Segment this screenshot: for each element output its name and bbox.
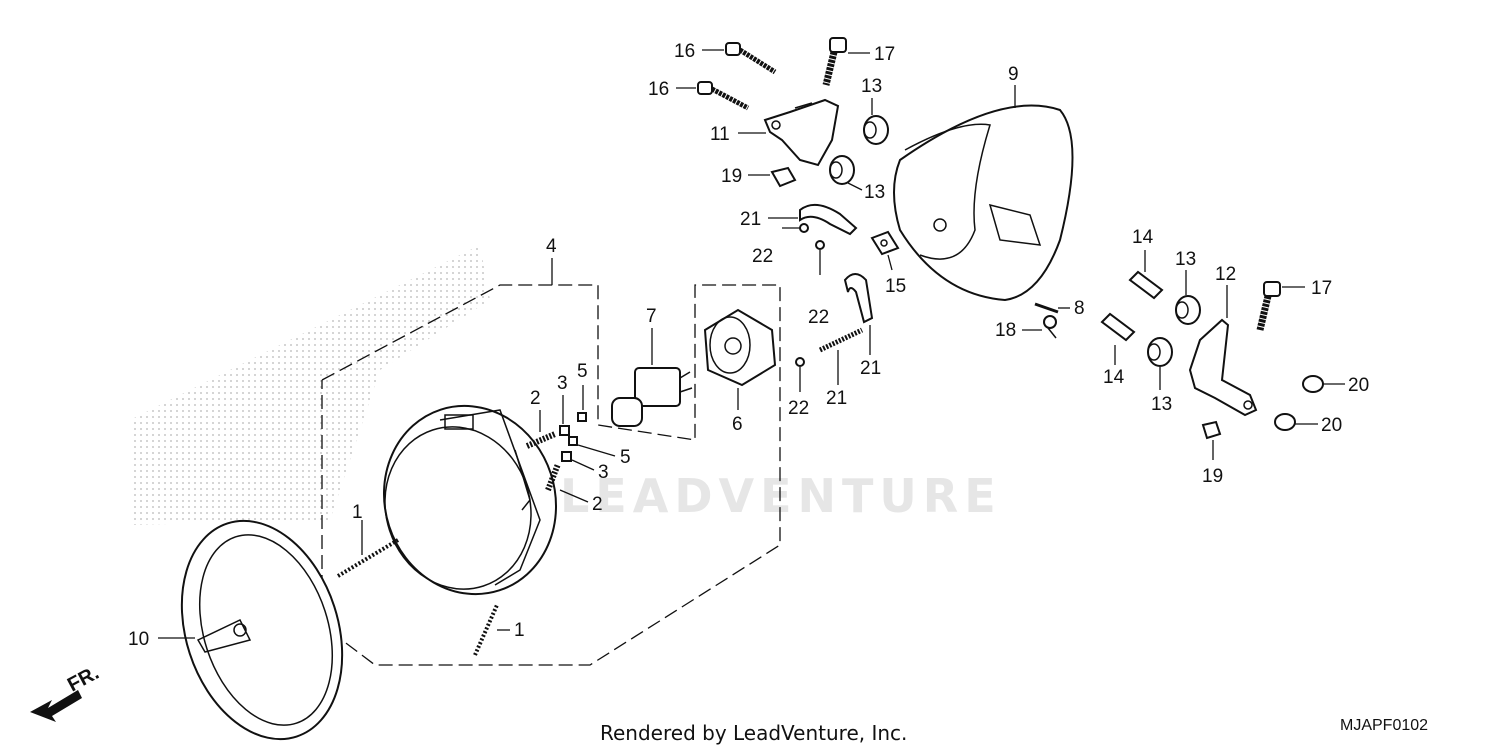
adjusting-screw-1a [336,538,400,578]
callout-20a: 20 [1348,375,1369,396]
callout-4: 4 [546,236,557,257]
callout-21a: 21 [740,209,761,230]
leader-5b [577,444,616,457]
background-logo-pattern [130,245,490,525]
callout-5a: 5 [577,361,588,382]
bolt-16a [725,42,777,75]
callout-10: 10 [128,629,149,650]
cable-band-21c [818,327,864,353]
clip-5b [568,436,578,446]
screw-22b [815,240,825,250]
callout-20b: 20 [1321,415,1342,436]
cap-nut-20a [1302,375,1324,393]
callout-6: 6 [732,414,743,435]
callout-21b: 21 [860,358,881,379]
callout-7: 7 [646,306,657,327]
callout-22b: 22 [808,307,829,328]
leader-13b [847,182,863,191]
plate-15 [870,230,900,256]
callout-5b: 5 [620,447,631,468]
callout-22c: 22 [788,398,809,419]
nut-3b [561,451,572,462]
callout-11: 11 [710,124,730,145]
callout-14b: 14 [1103,367,1125,388]
callout-13d: 13 [1151,394,1172,415]
spring-2a [525,431,557,449]
cable-clamp-21a [799,203,858,236]
bolt-17b [1256,281,1281,331]
spring-2b [545,462,561,492]
nut-3a [559,425,570,436]
callout-12: 12 [1215,264,1236,285]
screw-22a [799,223,809,233]
callout-8: 8 [1074,298,1085,319]
callout-1b: 1 [514,620,525,641]
callout-labels: 1 1 2 2 3 3 4 5 5 6 7 8 9 10 11 12 13 13… [128,41,1369,650]
callout-3a: 3 [557,373,568,394]
leader-2b [559,489,589,503]
nut-19a [770,166,797,188]
front-direction-arrow: FR. [30,662,103,722]
callout-21c: 21 [826,388,847,409]
callout-2b: 2 [592,494,603,515]
screw-18 [1043,315,1057,339]
adjusting-screw-1b [473,604,499,656]
callout-2a: 2 [530,388,541,409]
callout-9: 9 [1008,64,1019,85]
callout-19a: 19 [721,166,742,187]
collar-13c [1175,295,1201,325]
callout-22a: 22 [752,246,773,267]
spacer-14b [1100,312,1136,342]
clip-5a [577,412,587,422]
spacer-14a [1128,270,1164,300]
collar-13b [829,155,855,185]
collar-13a [863,115,889,145]
leader-15 [887,254,893,271]
callout-3b: 3 [598,462,609,483]
watermark: LEADVENTURE [560,469,1002,523]
headlight-unit-4 [382,404,558,596]
callout-1a: 1 [352,502,363,523]
front-direction-label: FR. [64,662,103,697]
headlight-rim-10 [180,519,344,741]
callout-15: 15 [885,276,906,297]
socket-cover-6 [703,308,777,387]
screw-22c [795,357,805,367]
callout-13c: 13 [1175,249,1196,270]
callout-18: 18 [995,320,1016,341]
bulb-7 [611,367,693,427]
bolt-17a [822,37,847,86]
bolt-16b [697,81,750,111]
callout-17b: 17 [1311,278,1332,299]
callout-13b: 13 [864,182,885,203]
headlight-case-9 [893,104,1074,302]
leader-3b [571,459,595,471]
callout-17a: 17 [874,44,895,65]
grommet-8 [1034,302,1059,314]
nut-19b [1201,420,1222,440]
cap-nut-20b [1274,413,1296,431]
collar-13d [1147,337,1173,367]
callout-16b: 16 [648,79,669,100]
footer-credit: Rendered by LeadVenture, Inc. [600,721,907,745]
bracket-11 [763,98,840,167]
callout-14a: 14 [1132,227,1154,248]
cable-clamp-21b [843,273,874,324]
assembly-4-boundary [321,284,781,666]
diagram-code: MJAPF0102 [1340,717,1428,734]
bracket-12 [1188,318,1258,417]
callout-13a: 13 [861,76,882,97]
callout-16a: 16 [674,41,695,62]
callout-19b: 19 [1202,466,1223,487]
